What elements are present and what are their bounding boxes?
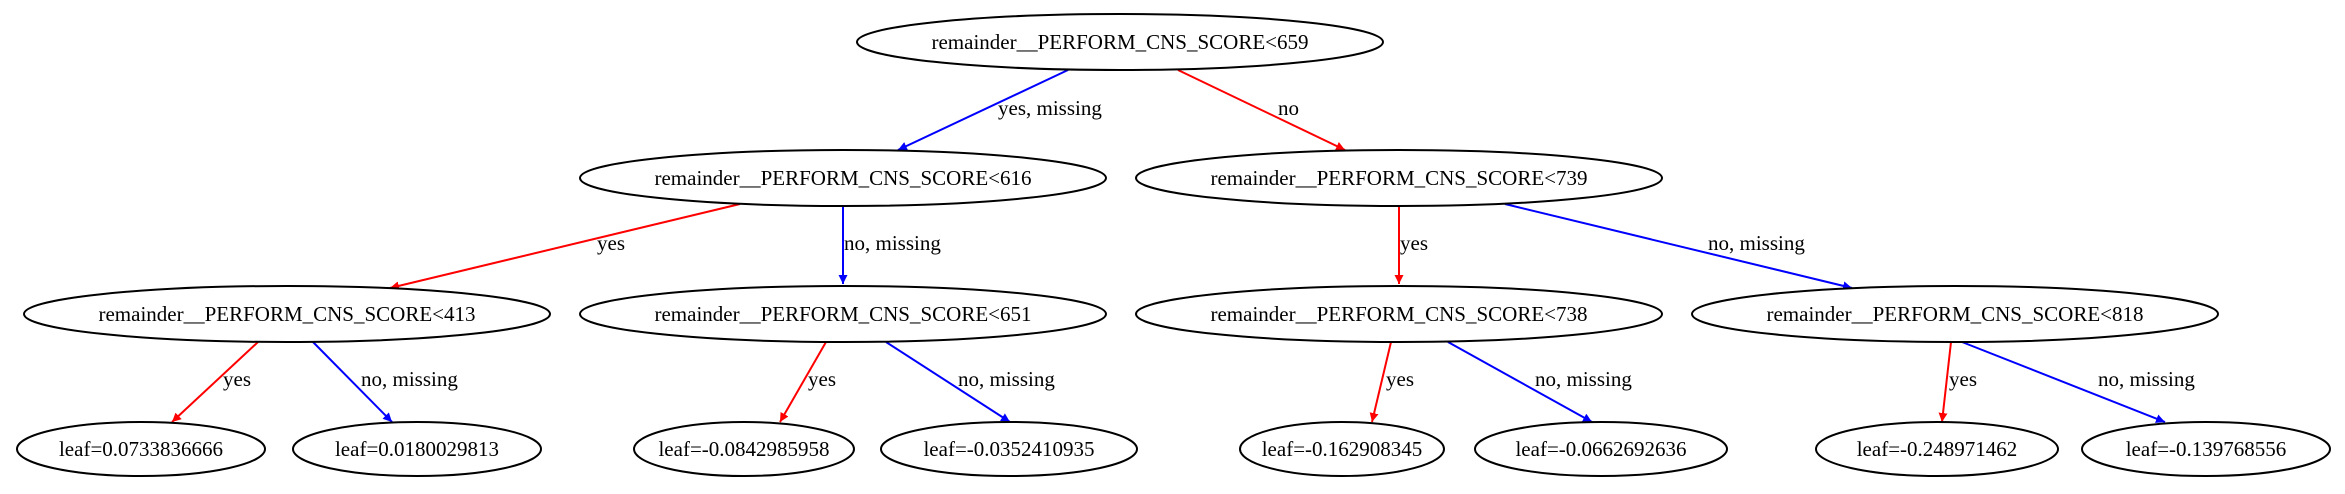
edge-label-n4-l2: yes (808, 367, 836, 391)
node-label: remainder__PERFORM_CNS_SCORE<616 (654, 166, 1031, 190)
leaf-ellipse (16, 421, 266, 477)
node-label: remainder__PERFORM_CNS_SCORE<413 (98, 302, 475, 326)
leaf-ellipse (1815, 421, 2059, 477)
edge-n0-n2 (1177, 69, 1346, 151)
edge-n6-l7 (1961, 341, 2166, 423)
node-ellipse (856, 13, 1384, 71)
node-label: remainder__PERFORM_CNS_SCORE<818 (1766, 302, 2143, 326)
edge-n4-l2 (779, 341, 827, 423)
edge-n5-l4 (1369, 341, 1392, 423)
node-ellipse (579, 149, 1107, 207)
edge-n5-l5 (1447, 341, 1593, 423)
leaf-ellipse (1239, 421, 1445, 477)
leaf-ellipse (880, 421, 1138, 477)
edge-label-n5-l4: yes (1386, 367, 1414, 391)
node-ellipse (1135, 149, 1663, 207)
leaf-ellipse (633, 421, 855, 477)
edge-label-n2-n6: no, missing (1708, 231, 1805, 255)
edge-label-n3-l1: no, missing (361, 367, 458, 391)
tree-node-level1-left: remainder__PERFORM_CNS_SCORE<616 (579, 149, 1107, 207)
leaf-label: leaf=-0.0842985958 (658, 437, 829, 461)
edge-label-n2-n5: yes (1400, 231, 1428, 255)
leaf-node-8: leaf=-0.139768556 (2081, 421, 2331, 477)
edge-n3-l0 (171, 341, 259, 423)
node-ellipse (1691, 285, 2219, 343)
tree-node-level2-d: remainder__PERFORM_CNS_SCORE<818 (1691, 285, 2219, 343)
leaf-ellipse (292, 421, 542, 477)
node-ellipse (1135, 285, 1663, 343)
leaf-label: leaf=-0.139768556 (2126, 437, 2287, 461)
leaf-node-3: leaf=-0.0842985958 (633, 421, 855, 477)
leaf-label: leaf=0.0733836666 (59, 437, 223, 461)
tree-node-root: remainder__PERFORM_CNS_SCORE<659 (856, 13, 1384, 71)
edge-label-n0-n2: no (1278, 96, 1299, 120)
leaf-label: leaf=-0.162908345 (1262, 437, 1423, 461)
edges (171, 69, 2166, 423)
node-ellipse (23, 285, 551, 343)
leaf-node-2: leaf=0.0180029813 (292, 421, 542, 477)
edge-label-n0-n1: yes, missing (998, 96, 1102, 120)
tree-node-level2-b: remainder__PERFORM_CNS_SCORE<651 (579, 285, 1107, 343)
node-label: remainder__PERFORM_CNS_SCORE<659 (931, 30, 1308, 54)
tree-node-level2-c: remainder__PERFORM_CNS_SCORE<738 (1135, 285, 1663, 343)
edge-n3-l1 (312, 341, 393, 423)
edge-n4-l3 (885, 341, 1011, 423)
edge-n2-n6 (1504, 203, 1853, 291)
node-label: remainder__PERFORM_CNS_SCORE<651 (654, 302, 1031, 326)
leaf-node-4: leaf=-0.0352410935 (880, 421, 1138, 477)
leaf-label: leaf=-0.248971462 (1857, 437, 2018, 461)
edge-label-n6-l6: yes (1949, 367, 1977, 391)
tree-node-level2-a: remainder__PERFORM_CNS_SCORE<413 (23, 285, 551, 343)
tree-node-level1-right: remainder__PERFORM_CNS_SCORE<739 (1135, 149, 1663, 207)
leaf-ellipse (2081, 421, 2331, 477)
edge-n6-l6 (1938, 341, 1952, 423)
edge-label-n6-l7: no, missing (2098, 367, 2195, 391)
leaf-nodes: leaf=0.0733836666 leaf=0.0180029813 leaf… (16, 421, 2331, 477)
edge-n0-n1 (897, 69, 1069, 151)
leaf-node-5: leaf=-0.162908345 (1239, 421, 1445, 477)
edge-label-n4-l3: no, missing (958, 367, 1055, 391)
leaf-label: leaf=0.0180029813 (335, 437, 499, 461)
leaf-node-6: leaf=-0.0662692636 (1474, 421, 1728, 477)
decision-nodes: remainder__PERFORM_CNS_SCORE<659 remaind… (23, 13, 2219, 343)
edge-n1-n3 (389, 203, 741, 291)
node-label: remainder__PERFORM_CNS_SCORE<739 (1210, 166, 1587, 190)
node-label: remainder__PERFORM_CNS_SCORE<738 (1210, 302, 1587, 326)
edge-labels: yes, missing no yes no, missing yes no, … (223, 96, 2195, 391)
leaf-ellipse (1474, 421, 1728, 477)
leaf-label: leaf=-0.0352410935 (923, 437, 1094, 461)
edge-label-n1-n3: yes (597, 231, 625, 255)
leaf-node-1: leaf=0.0733836666 (16, 421, 266, 477)
leaf-node-7: leaf=-0.248971462 (1815, 421, 2059, 477)
leaf-label: leaf=-0.0662692636 (1515, 437, 1686, 461)
edge-label-n1-n4: no, missing (844, 231, 941, 255)
edge-label-n3-l0: yes (223, 367, 251, 391)
node-ellipse (579, 285, 1107, 343)
edge-label-n5-l5: no, missing (1535, 367, 1632, 391)
